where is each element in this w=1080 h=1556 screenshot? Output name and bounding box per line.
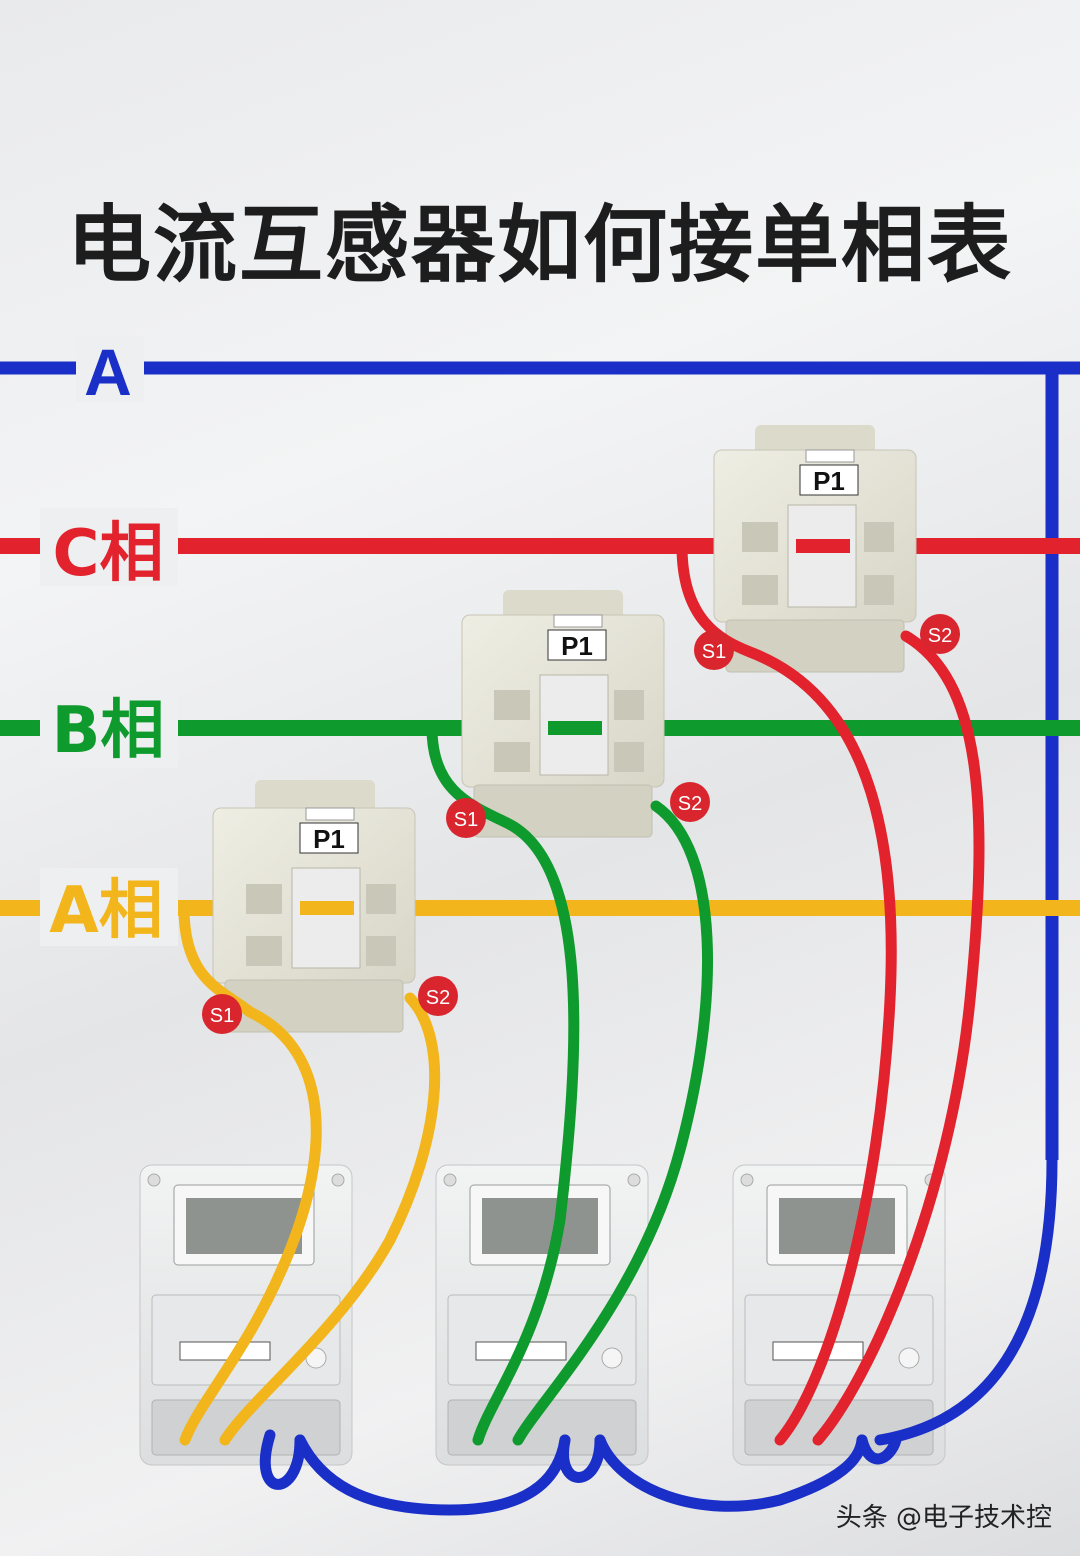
ct-b-terminal-s1: S1 [446,798,486,838]
meter-b-phase [435,1164,649,1466]
neutral-loop-wire [259,1154,1058,1516]
current-transformer-b [461,590,665,838]
ct-c-p1-label: P1 [813,466,845,496]
bus-label-a-phase: A相 [49,874,163,948]
bus-label-b: B相 [52,694,165,768]
ct-a-p1-label: P1 [313,824,345,854]
ct-a-terminal-s1: S1 [202,994,242,1034]
svg-text:S1: S1 [454,809,478,831]
ct-a-terminal-s2: S2 [418,976,458,1016]
current-transformer-a [212,780,416,1033]
ct-c-terminal-s1: S1 [694,630,734,670]
page-title: 电流互感器如何接单相表 [66,196,1013,294]
bus-neutral-a [0,361,1080,1160]
phase-a-wires [178,902,441,1446]
svg-text:S2: S2 [678,793,702,815]
watermark: 头条 @电子技术控 [835,1503,1052,1533]
svg-text:S2: S2 [426,987,450,1009]
ct-b-p1-label: P1 [561,631,593,661]
bus-label-c: C相 [53,517,164,591]
svg-text:S2: S2 [928,625,952,647]
ct-c-terminal-s2: S2 [920,614,960,654]
svg-text:S1: S1 [702,641,726,663]
svg-text:S1: S1 [210,1005,234,1027]
ct-b-terminal-s2: S2 [670,782,710,822]
bus-label-a: A [84,335,132,409]
